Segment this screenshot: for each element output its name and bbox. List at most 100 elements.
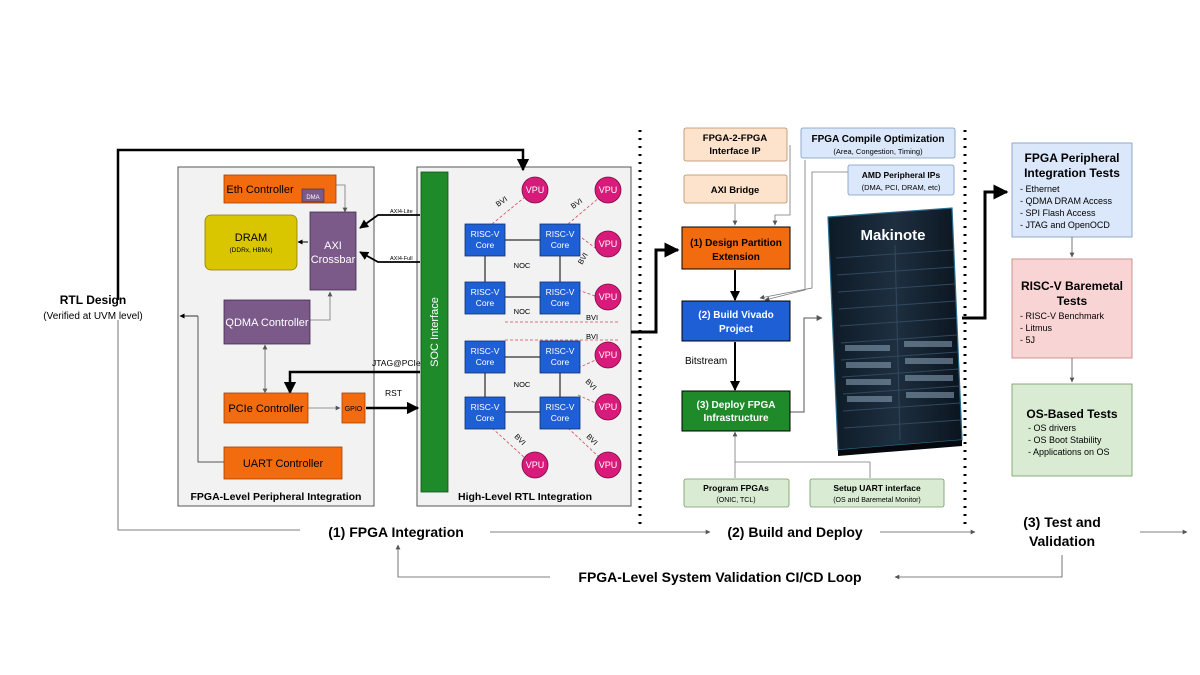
os-test-item: - Applications on OS <box>1028 447 1110 457</box>
rtl-panel-title: High-Level RTL Integration <box>458 491 592 503</box>
periph-test-item: - SPI Flash Access <box>1020 208 1096 218</box>
step3-line1: (3) Deploy FPGA <box>697 400 776 411</box>
riscv-core-5 <box>464 340 506 374</box>
amd-ips-box <box>847 164 955 196</box>
server-to-tests-arrow <box>962 184 1009 320</box>
jtag-link <box>283 370 420 395</box>
dram-label: DRAM <box>235 232 267 244</box>
vpu-1-label: VPU <box>526 185 545 195</box>
soc-interface <box>420 171 449 493</box>
gpio-block <box>341 392 366 424</box>
baremetal-item: - Litmus <box>1020 323 1053 333</box>
step1-design-partition <box>681 226 791 270</box>
uart-setup-box <box>809 478 945 508</box>
core-1-line2: Core <box>476 240 495 250</box>
vpu-7 <box>521 451 549 479</box>
core-6-line1: RISC-V <box>546 346 575 356</box>
cicd-loop-label: FPGA-Level System Validation CI/CD Loop <box>578 569 861 585</box>
vpu-7-label: VPU <box>526 460 545 470</box>
rtl-feedback-arrow <box>116 148 530 300</box>
step3-line2: Infrastructure <box>703 413 768 424</box>
phase-1-label: (1) FPGA Integration <box>328 524 464 540</box>
riscv-core-4 <box>539 281 581 315</box>
step2-line1: (2) Build Vivado <box>698 310 773 321</box>
vpu-array <box>521 176 622 479</box>
riscv-core-labels: RISC-V Core RISC-V Core RISC-V Core RISC… <box>471 229 575 423</box>
vpu-4-label: VPU <box>599 292 618 302</box>
rtl-design-subtitle: (Verified at UVM level) <box>43 311 142 322</box>
uart-setup-sub: (OS and Baremetal Monitor) <box>833 497 921 504</box>
vpu-6 <box>594 393 622 421</box>
vpu-4 <box>594 283 622 311</box>
phase-3-label-1: (3) Test and <box>1023 514 1101 530</box>
axi-bridge-label: AXI Bridge <box>711 185 760 196</box>
riscv-core-8 <box>539 396 581 430</box>
riscv-core-3 <box>464 281 506 315</box>
program-fpgas-title: Program FPGAs <box>703 483 769 493</box>
core-7-line2: Core <box>476 413 495 423</box>
step1-line1: (1) Design Partition <box>690 238 782 249</box>
core-2-line2: Core <box>551 240 570 250</box>
jtag-label: JTAG@PCIe <box>372 358 421 368</box>
amd-ips-title: AMD Peripheral IPs <box>862 170 941 180</box>
riscv-core-1 <box>464 223 506 257</box>
uart-panel-link <box>197 316 224 463</box>
compile-opt-box <box>800 127 956 159</box>
amd-ips-sub: (DMA, PCI, DRAM, etc) <box>862 183 941 192</box>
step1-line2: Extension <box>712 252 760 263</box>
periph-test-item: - Ethernet <box>1020 184 1060 194</box>
eth-controller-label: Eth Controller <box>226 184 294 196</box>
os-test-item: - OS Boot Stability <box>1028 435 1102 445</box>
qdma-controller-label: QDMA Controller <box>225 317 308 329</box>
phase-2-label: (2) Build and Deploy <box>727 524 863 540</box>
rtl-design-title: RTL Design <box>60 293 126 307</box>
pcie-controller <box>223 392 309 424</box>
bvi-links <box>491 196 620 459</box>
axi-bridge-box <box>683 174 788 204</box>
vpu-labels: VPU VPU VPU VPU VPU VPU VPU VPU <box>526 185 618 470</box>
core-4-line2: Core <box>551 298 570 308</box>
step2-build-vivado <box>681 300 791 342</box>
core-4-line1: RISC-V <box>546 287 575 297</box>
compile-opt-title: FPGA Compile Optimization <box>812 134 945 145</box>
noc-label-1: NOC <box>514 261 531 270</box>
uart-controller <box>223 446 343 480</box>
os-tests-box <box>1011 383 1133 477</box>
uart-controller-label: UART Controller <box>243 458 324 470</box>
core-3-line2: Core <box>476 298 495 308</box>
axi-crossbar <box>309 211 357 291</box>
f2f-interface-box <box>683 127 788 162</box>
periph-test-item: - QDMA DRAM Access <box>1020 196 1113 206</box>
step2-line2: Project <box>719 324 754 335</box>
integration-baseline <box>117 320 300 531</box>
core-8-line2: Core <box>551 413 570 423</box>
phase-3-label-2: Validation <box>1029 533 1095 549</box>
bitstream-label: Bitstream <box>685 356 727 367</box>
core-7-line1: RISC-V <box>471 402 500 412</box>
bvi-label-4: BVI <box>586 313 598 322</box>
dma-label: DMA <box>306 195 319 201</box>
makinote-server <box>827 207 963 456</box>
f2f-line2: Interface IP <box>709 146 761 157</box>
rtl-to-build-arrow <box>631 242 680 334</box>
rtl-panel <box>416 166 632 507</box>
bvi-label-5: BVI <box>586 332 598 341</box>
periph-test-item: - JTAG and OpenOCD <box>1020 220 1110 230</box>
riscv-core-6 <box>539 340 581 374</box>
baremetal-item: - 5J <box>1020 335 1035 345</box>
periph-tests-title-1: FPGA Peripheral <box>1025 151 1120 165</box>
core-5-line1: RISC-V <box>471 346 500 356</box>
uart-setup-title: Setup UART interface <box>833 483 921 493</box>
dram-block <box>204 214 298 271</box>
vpu-2 <box>594 176 622 204</box>
axi-full-label: AXI4-Full <box>390 256 413 262</box>
vpu-2-label: VPU <box>599 185 618 195</box>
axi-crossbar-line1: AXI <box>324 240 342 252</box>
dram-sub-label: (DDRx, HBMx) <box>230 247 273 254</box>
noc-label-3: NOC <box>514 380 531 389</box>
pcie-controller-label: PCIe Controller <box>228 403 304 415</box>
program-fpgas-box <box>683 478 790 508</box>
noc-labels: NOC NOC NOC <box>514 261 531 389</box>
baremetal-item: - RISC-V Benchmark <box>1020 311 1105 321</box>
